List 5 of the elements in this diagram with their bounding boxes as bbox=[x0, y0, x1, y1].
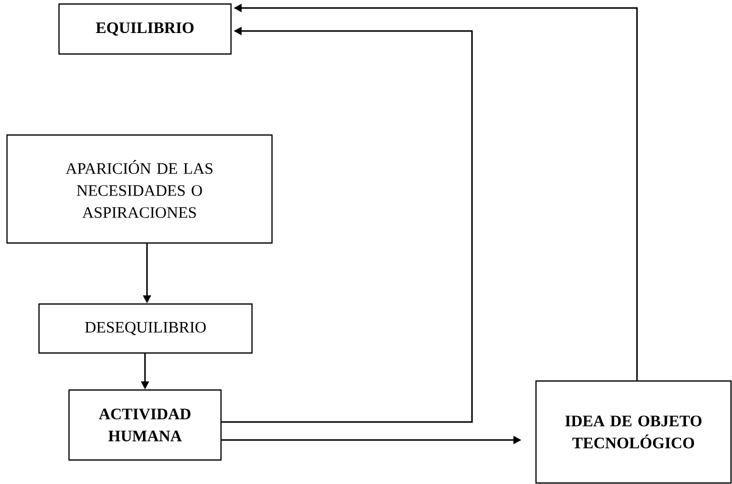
process-box: APARICIÓN DE LAS NECESIDADES O ASPIRACIONES bbox=[6, 134, 273, 244]
process-box: IDEA DE OBJETO TECNOLÓGICO bbox=[535, 380, 732, 484]
process-box: DESEQUILIBRIO bbox=[38, 303, 253, 354]
process-box: EQUILIBRIO bbox=[58, 3, 232, 55]
process-box: ACTIVIDAD HUMANA bbox=[68, 389, 222, 461]
